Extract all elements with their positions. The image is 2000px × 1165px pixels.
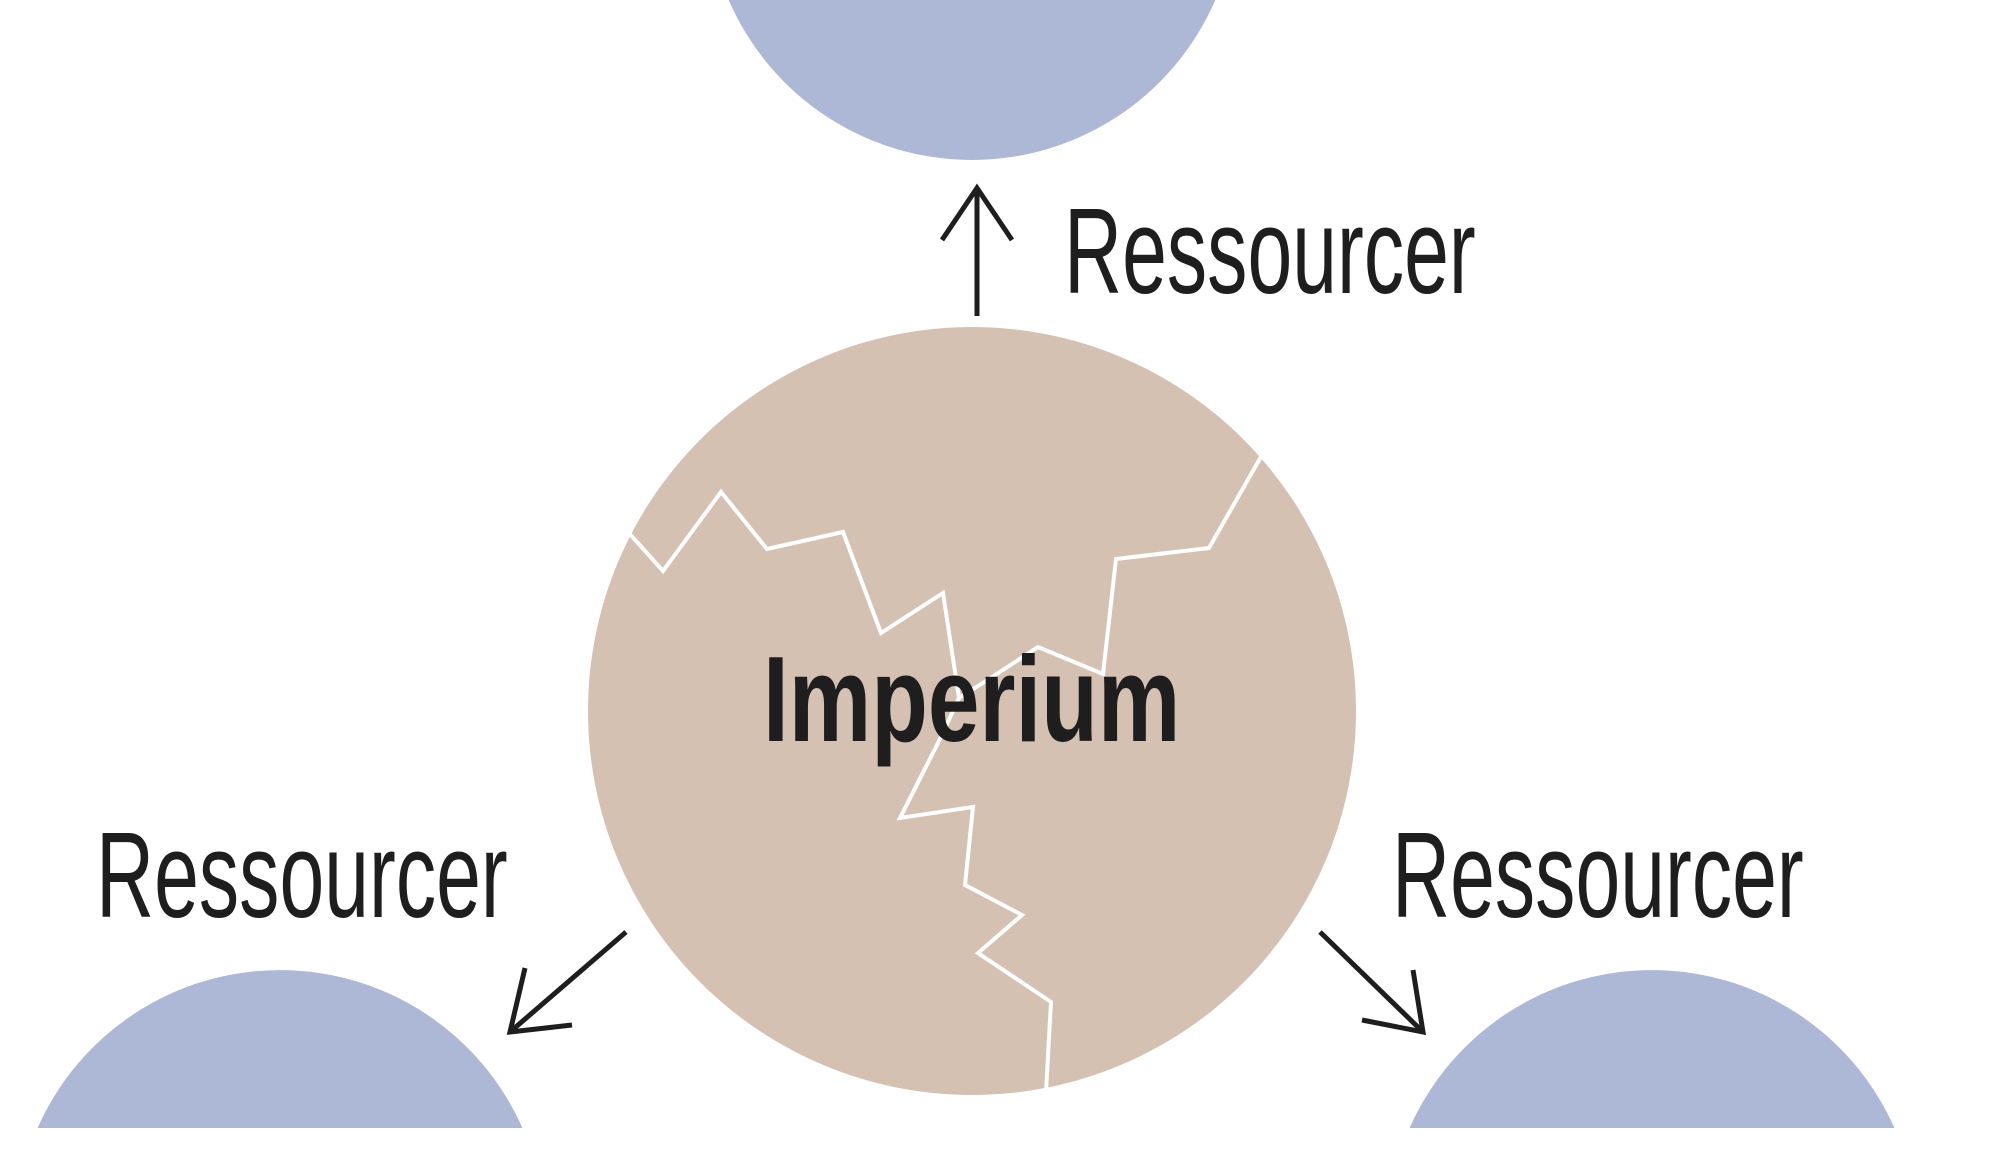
crack-line	[957, 454, 1264, 700]
center-label: Imperium	[763, 631, 1180, 767]
resource-label-right: Ressourcer	[1392, 806, 1804, 943]
bottom-left-outer-circle	[37, 970, 523, 1128]
imperium-circle	[588, 327, 1356, 1095]
top-outer-circle	[728, 0, 1216, 160]
arrow-down-right-icon	[1318, 930, 1427, 1036]
arrow-up-icon	[939, 183, 1015, 316]
resource-label-left: Ressourcer	[96, 806, 508, 943]
bottom-right-outer-circle	[1409, 970, 1895, 1128]
arrow-down-left-icon	[506, 930, 628, 1035]
resource-label-top: Ressourcer	[1064, 182, 1476, 319]
crack-line	[627, 488, 1054, 1093]
